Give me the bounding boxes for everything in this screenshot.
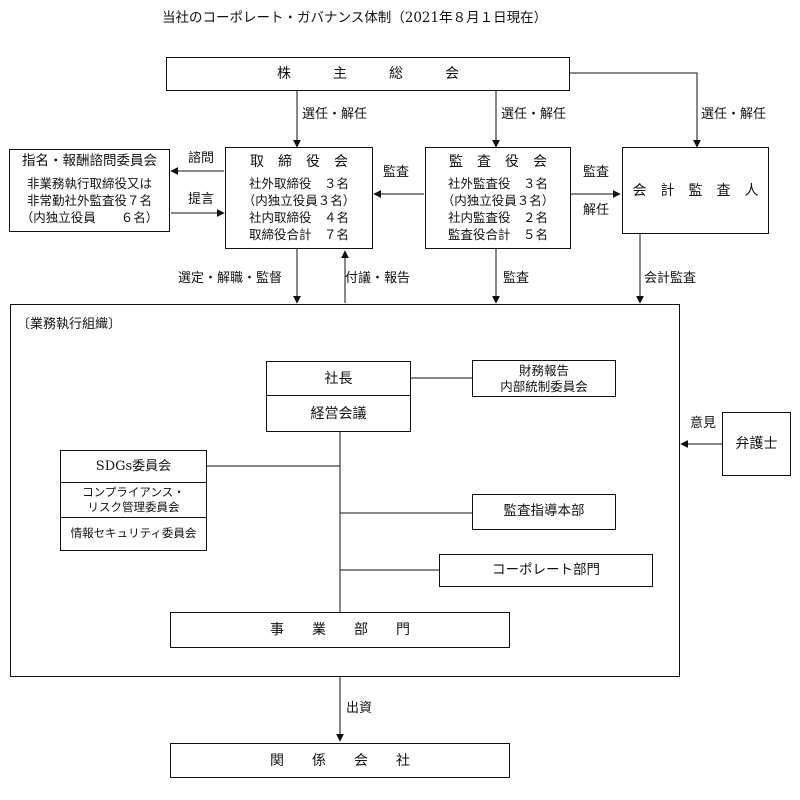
shareholders-box: 株 主 総 会 [166, 57, 570, 91]
nomination-committee-box: 指名・報酬諮問委員会 非業務執行取締役又は 非常勤社外監査役７名 （内独立役員 … [9, 149, 170, 232]
financial-reporting-committee-box: 財務報告 内部統制委員会 [472, 360, 616, 397]
board-of-directors-box: 取 締 役 会 社外取締役 ３名 （内独立役員３名） 社内取締役 ４名 取締役合… [225, 147, 373, 249]
accounting-auditor-label: 会 計 監 査 人 [632, 182, 759, 199]
lawyer-box: 弁護士 [722, 412, 791, 476]
sdgs-committee-box: SDGs委員会 [60, 450, 207, 483]
arrow-shareholders-accountant [570, 72, 701, 148]
financial-reporting-detail: 財務報告 内部統制委員会 [473, 363, 615, 395]
elect-dismiss-label-3: 選任・解任 [701, 107, 767, 122]
fin-report-line: 内部統制委員会 [500, 379, 588, 394]
audit-down-label: 監査 [503, 271, 530, 286]
auditors-line: 監査役合計 ５名 [447, 227, 548, 242]
corporate-division-label: コーポレート部門 [492, 561, 600, 578]
board-line: 社内取締役 ４名 [248, 210, 349, 225]
investment-label: 出資 [346, 701, 373, 716]
nomination-committee-title: 指名・報酬諮問委員会 [22, 153, 157, 169]
nomination-line: 非業務執行取締役又は [26, 176, 152, 191]
advice-label: 提言 [188, 192, 215, 207]
page-title: 当社のコーポレート・ガバナンス体制（2021年８月１日現在） [162, 10, 548, 26]
opinion-label: 意見 [690, 416, 717, 431]
nomination-line: 非常勤社外監査役７名 [26, 193, 152, 208]
lawyer-label: 弁護士 [735, 436, 778, 452]
nomination-committee-detail: 非業務執行取締役又は 非常勤社外監査役７名 （内独立役員 ６名） [10, 175, 169, 226]
fin-report-line: 財務報告 [518, 363, 569, 378]
board-title: 取 締 役 会 [250, 154, 348, 170]
audit-guidance-hq-box: 監査指導本部 [472, 494, 616, 530]
management-meeting-box: 経営会議 [266, 395, 411, 432]
compliance-line: コンプライアンス・ [82, 485, 185, 499]
corporate-division-box: コーポレート部門 [439, 554, 653, 587]
auditors-title: 監 査 役 会 [449, 154, 547, 170]
sdgs-committee-label: SDGs委員会 [95, 459, 172, 474]
appoint-label: 選定・解職・監督 [178, 271, 283, 286]
affiliated-companies-box: 関 係 会 社 [170, 743, 510, 778]
board-detail: 社外取締役 ３名 （内独立役員３名） 社内取締役 ４名 取締役合計 ７名 [226, 175, 372, 243]
auditors-board-box: 監 査 役 会 社外監査役 ３名 （内独立役員３名） 社内監査役 ２名 監査役合… [425, 147, 571, 249]
shareholders-label: 株 主 総 会 [277, 66, 459, 82]
infosec-committee-label: 情報セキュリティ委員会 [70, 526, 197, 541]
execution-organization-frame: 〔業務執行組織〕 [10, 304, 680, 677]
audit-board-label: 監査 [383, 165, 410, 180]
auditors-line: 社外監査役 ３名 [447, 176, 548, 191]
elect-dismiss-label-2: 選任・解任 [501, 107, 567, 122]
president-box: 社長 [266, 361, 411, 396]
compliance-committee-detail: コンプライアンス・ リスク管理委員会 [61, 485, 206, 515]
audit-guidance-hq-label: 監査指導本部 [503, 503, 585, 520]
management-meeting-label: 経営会議 [310, 405, 367, 422]
board-line: 取締役合計 ７名 [248, 227, 349, 242]
accounting-audit-label: 会計監査 [644, 271, 697, 286]
auditors-line: （内独立役員３名） [441, 193, 555, 208]
president-label: 社長 [324, 370, 353, 387]
affiliated-companies-label: 関 係 会 社 [270, 752, 410, 769]
consult-label: 諮問 [188, 151, 215, 166]
auditors-detail: 社外監査役 ３名 （内独立役員３名） 社内監査役 ２名 監査役合計 ５名 [426, 175, 570, 243]
accounting-auditor-box: 会 計 監 査 人 [622, 147, 769, 234]
board-line: 社外取締役 ３名 [248, 176, 349, 191]
compliance-line: リスク管理委員会 [87, 500, 180, 514]
board-line: （内独立役員３名） [242, 193, 356, 208]
elect-dismiss-label-1: 選任・解任 [302, 107, 368, 122]
auditors-line: 社内監査役 ２名 [447, 210, 548, 225]
audit-accountant-label: 監査 [583, 165, 610, 180]
execution-organization-label: 〔業務執行組織〕 [17, 317, 122, 332]
business-division-label: 事 業 部 門 [270, 622, 410, 638]
nomination-line: （内独立役員 ６名） [20, 210, 159, 225]
business-division-box: 事 業 部 門 [170, 612, 510, 648]
dismiss-accountant-label: 解任 [583, 203, 610, 218]
report-label: 付議・報告 [345, 271, 411, 286]
compliance-committee-box: コンプライアンス・ リスク管理委員会 [60, 482, 207, 518]
infosec-committee-box: 情報セキュリティ委員会 [60, 517, 207, 551]
